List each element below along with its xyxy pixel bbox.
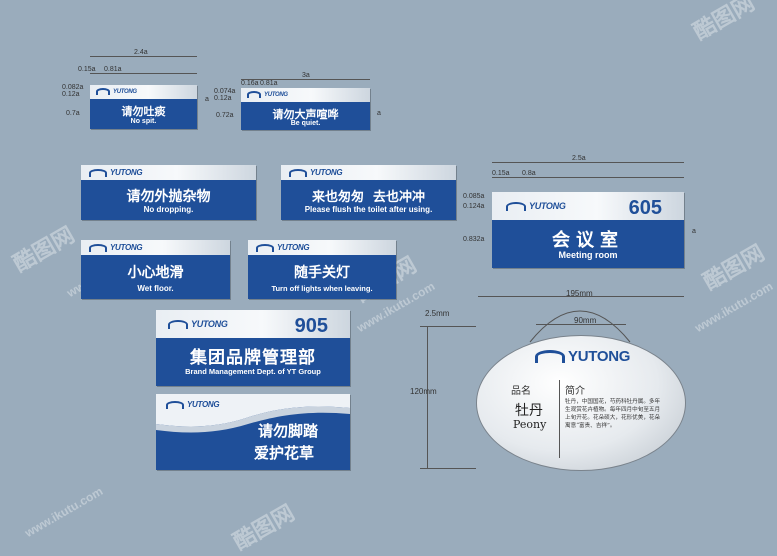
sign-no-dropping: YUTONG 请勿外抛杂物 No dropping. xyxy=(81,165,256,220)
dim-label: 2.5a xyxy=(572,155,586,162)
dim-label: 90mm xyxy=(574,316,597,325)
logo-arc-icon xyxy=(96,88,110,95)
sign-be-quiet: YUTONG 请勿大声喧哗 Be quiet. xyxy=(241,88,370,130)
sign-text-en: Meeting room xyxy=(558,250,618,260)
dim-label: a xyxy=(205,96,209,103)
sign-text-en: Wet floor. xyxy=(137,284,174,293)
logo-arc-icon xyxy=(535,350,565,363)
name-label: 品名 xyxy=(511,386,531,397)
sign-text-zh: 会议室 xyxy=(552,230,624,251)
dim-label: 0.085a xyxy=(463,193,485,200)
dim-label: 0.16a xyxy=(241,80,259,87)
sign-turn-off-lights: YUTONG 随手关灯 Turn off lights when leaving… xyxy=(248,240,396,299)
dim-label: 120mm xyxy=(410,387,437,396)
watermark-url-right: www.ikutu.com xyxy=(692,279,776,335)
sign-text-zh: 请勿吐痰 xyxy=(121,105,166,118)
yutong-logo: YUTONG xyxy=(535,348,630,365)
sign-text-zh: 来也匆匆 去也冲冲 xyxy=(311,190,426,205)
sign-text-zh: 请勿外抛杂物 xyxy=(126,189,211,205)
sign-text-en: Brand Management Dept. of YT Group xyxy=(185,367,321,376)
dim-label: 0.12a xyxy=(62,91,80,98)
dim-label: 2.5mm xyxy=(425,309,450,318)
logo-arc-icon xyxy=(89,168,107,177)
dim-label: 0.15a xyxy=(492,170,510,177)
logo-arc-icon xyxy=(289,168,307,177)
logo-arc-icon xyxy=(256,243,274,252)
dim-label: 195mm xyxy=(566,289,593,298)
logo-arc-icon xyxy=(247,91,261,98)
dim-label: 0.15a xyxy=(78,66,96,73)
watermark-logo-top: 酷图网 xyxy=(688,0,759,45)
yutong-logo: YUTONG xyxy=(506,201,566,211)
room-number: 605 xyxy=(628,197,662,219)
dim-label: a xyxy=(377,110,381,117)
sign-wet-floor: YUTONG 小心地滑 Wet floor. xyxy=(81,240,230,299)
sign-text-en: Turn off lights when leaving. xyxy=(271,284,373,293)
dim-label: a xyxy=(692,228,696,235)
sign-text-en: Please flush the toilet after using. xyxy=(304,205,433,214)
watermark-logo-left: 酷图网 xyxy=(8,221,79,277)
sign-text-line2: 爱护花草 xyxy=(254,444,315,462)
logo-arc-icon xyxy=(166,400,184,409)
dim-label: 0.72a xyxy=(216,112,234,119)
intro-label: 简介 xyxy=(565,386,585,397)
sign-text-line1: 请勿脚踏 xyxy=(258,422,319,440)
watermark-url-bottom: www.ikutu.com xyxy=(22,484,106,540)
sign-text-en: No dropping. xyxy=(143,205,194,214)
dim-label: 0.81a xyxy=(104,66,122,73)
hanging-string xyxy=(529,310,631,343)
logo-arc-icon xyxy=(506,201,526,211)
wave-header-graphic xyxy=(156,394,350,433)
yutong-logo: YUTONG xyxy=(89,243,143,252)
logo-arc-icon xyxy=(168,319,188,329)
dim-label: 0.082a xyxy=(62,84,84,91)
plant-name-zh: 牡丹 xyxy=(515,403,543,419)
dim-label: 0.124a xyxy=(463,203,485,210)
logo-arc-icon xyxy=(89,243,107,252)
watermark-logo-bottom: 酷图网 xyxy=(228,499,299,555)
dim-label: 3a xyxy=(302,72,310,79)
plant-tag: YUTONG 品名 牡丹 Peony 简介 牡丹，中国国花，芍药科牡丹属。多年生… xyxy=(476,335,686,471)
sign-text-zh: 集团品牌管理部 xyxy=(190,348,316,368)
dim-label: 0.074a xyxy=(214,88,236,95)
room-number: 905 xyxy=(294,315,328,337)
dim-label: 2.4a xyxy=(134,49,148,56)
dim-label: 0.8a xyxy=(522,170,536,177)
sign-text-en: Be quiet. xyxy=(290,120,321,127)
sign-no-spit: YUTONG 请勿吐痰 No spit. xyxy=(90,85,197,129)
sign-meeting-room: YUTONG 605 会议室 Meeting room xyxy=(492,192,684,268)
yutong-logo: YUTONG xyxy=(166,400,220,409)
sign-text-zh: 随手关灯 xyxy=(294,265,350,281)
dim-label: 0.12a xyxy=(214,95,232,102)
sign-keep-off-grass: YUTONG 请勿脚踏 爱护花草 xyxy=(156,394,350,470)
sign-brand-dept: YUTONG 905 集团品牌管理部 Brand Management Dept… xyxy=(156,310,350,386)
dim-label: 0.81a xyxy=(260,80,278,87)
dim-label: 0.7a xyxy=(66,110,80,117)
yutong-logo: YUTONG xyxy=(256,243,310,252)
plant-name-en: Peony xyxy=(513,418,547,431)
plant-intro: 牡丹，中国国花，芍药科牡丹属。多年生观赏花卉植物。每年四月中旬至五月上旬开花。花… xyxy=(565,399,661,429)
yutong-logo: YUTONG xyxy=(89,168,143,177)
yutong-logo: YUTONG xyxy=(247,91,288,98)
sign-text-zh: 请勿大声喧哗 xyxy=(272,108,339,121)
sign-text-zh: 小心地滑 xyxy=(127,265,184,281)
yutong-logo: YUTONG xyxy=(168,319,228,329)
sign-text-en: No spit. xyxy=(130,118,157,125)
sign-flush-toilet: YUTONG 来也匆匆 去也冲冲 Please flush the toilet… xyxy=(281,165,456,220)
dim-label: 0.832a xyxy=(463,236,485,243)
yutong-logo: YUTONG xyxy=(289,168,343,177)
yutong-logo: YUTONG xyxy=(96,88,137,95)
